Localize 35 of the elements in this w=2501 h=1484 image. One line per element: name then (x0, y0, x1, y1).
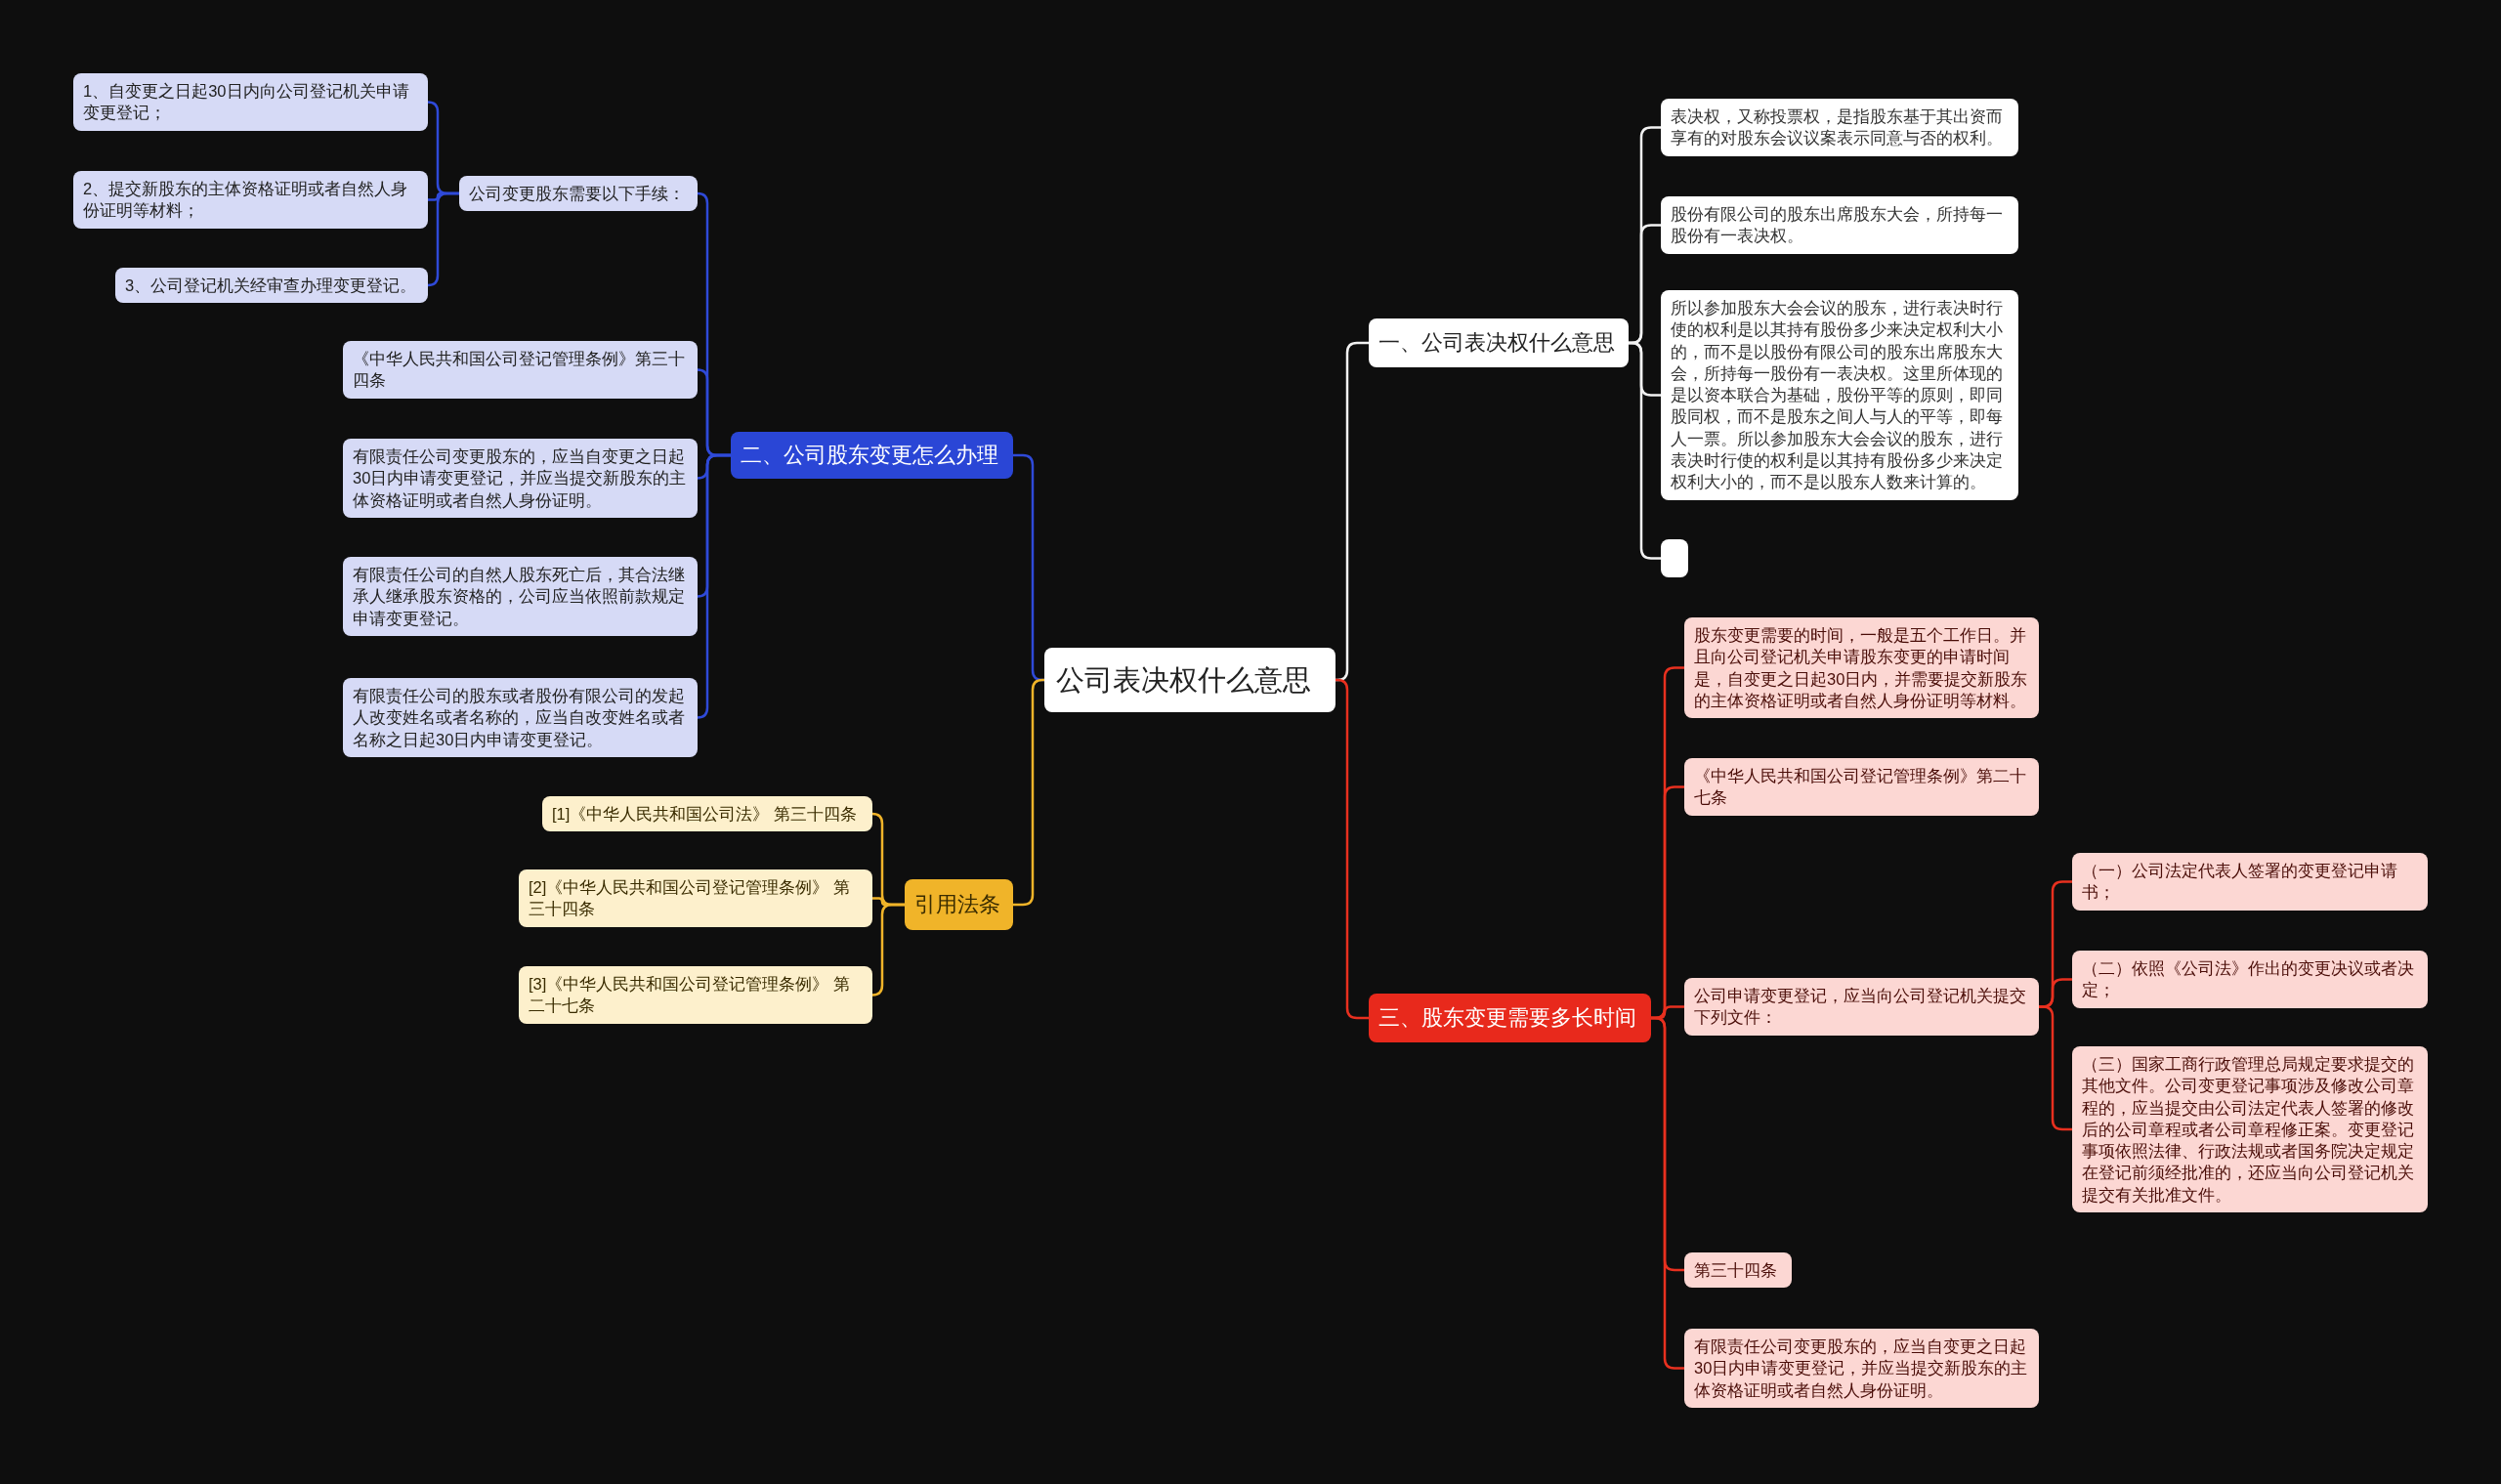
connector-line (1651, 1016, 1684, 1370)
subtopic-box: 所以参加股东大会会议的股东，进行表决时行使的权利是以其持有股份多少来决定权利大小的，而不是以股份有限公司的股东出席股东大会，所持每一股份有一表决权。这里所体现的是以资本联合为基础，股份平等的原则，即同股同权，而不是股东之间人与人的平等，即每人一票。所以参加股东大会会议的股东，进行表决时行使的权利是以其持有股份多少来决定权利大小的，而不是以股东人数来计算的。 (1661, 290, 2018, 500)
subtopic-box: 《中华人民共和国公司登记管理条例》第二十七条 (1684, 758, 2039, 816)
connector-line (2039, 1005, 2072, 1131)
connector-line (1335, 678, 1369, 1020)
topic-box: 二、公司股东变更怎么办理 (731, 432, 1013, 479)
subtopic-box: 公司变更股东需要以下手续： (459, 176, 698, 212)
subtopic-box: [2]《中华人民共和国公司登记管理条例》 第三十四条 (519, 869, 872, 927)
subtopic-box: [1]《中华人民共和国公司法》 第三十四条 (542, 796, 872, 832)
connector-line (870, 903, 905, 996)
subtopic-box: 有限责任公司的自然人股东死亡后，其合法继承人继承股东资格的，公司应当依照前款规定申请变更登记。 (343, 557, 698, 636)
topic-box: 一、公司表决权什么意思 (1369, 318, 1629, 367)
subtopic-box: [3]《中华人民共和国公司登记管理条例》 第二十七条 (519, 966, 872, 1024)
subtopic-box: 公司申请变更登记，应当向公司登记机关提交下列文件： (1684, 978, 2039, 1036)
subtopic-box: 第三十四条 (1684, 1252, 1792, 1289)
topic-box: 三、股东变更需要多长时间 (1369, 994, 1651, 1042)
subtopic-box: （二）依照《公司法》作出的变更决议或者决定； (2072, 951, 2428, 1008)
subtopic-box: 有限责任公司的股东或者股份有限公司的发起人改变姓名或者名称的，应当自改变姓名或者名称之日起30日内申请变更登记。 (343, 678, 698, 757)
connector-line (696, 453, 731, 719)
empty-box (1661, 539, 1688, 577)
subtopic-box: 2、提交新股东的主体资格证明或者自然人身份证明等材料； (73, 171, 428, 229)
root-topic-box: 公司表决权什么意思 (1044, 648, 1335, 712)
connector-line (426, 191, 459, 287)
subtopic-box: 《中华人民共和国公司登记管理条例》第三十四条 (343, 341, 698, 399)
subtopic-box: 有限责任公司变更股东的，应当自变更之日起30日内申请变更登记，并应当提交新股东的主体资格证明或者自然人身份证明。 (343, 439, 698, 518)
topic-box: 引用法条 (905, 879, 1013, 930)
subtopic-box: 股份有限公司的股东出席股东大会，所持每一股份有一表决权。 (1661, 196, 2018, 254)
subtopic-box: 表决权，又称投票权，是指股东基于其出资而享有的对股东会议议案表示同意与否的权利。 (1661, 99, 2018, 156)
subtopic-box: 股东变更需要的时间，一般是五个工作日。并且向公司登记机关申请股东变更的申请时间是，自变更之日起30日内，并需要提交新股东的主体资格证明或者自然人身份证明等材料。 (1684, 617, 2039, 719)
connector-line (1013, 678, 1044, 907)
subtopic-box: （三）国家工商行政管理总局规定要求提交的其他文件。公司变更登记事项涉及修改公司章程的，应当提交由公司法定代表人签署的修改后的公司章程或者公司章程修正案。变更登记事项依照法律、行政法规或者国务院决定规定在登记前须经批准的，还应当向公司登记机关提交有关批准文件。 (2072, 1046, 2428, 1213)
subtopic-box: 1、自变更之日起30日内向公司登记机关申请变更登记； (73, 73, 428, 131)
subtopic-box: 3、公司登记机关经审查办理变更登记。 (115, 268, 428, 304)
subtopic-box: 有限责任公司变更股东的，应当自变更之日起30日内申请变更登记，并应当提交新股东的主体资格证明或者自然人身份证明。 (1684, 1329, 2039, 1408)
subtopic-box: （一）公司法定代表人签署的变更登记申请书； (2072, 853, 2428, 911)
